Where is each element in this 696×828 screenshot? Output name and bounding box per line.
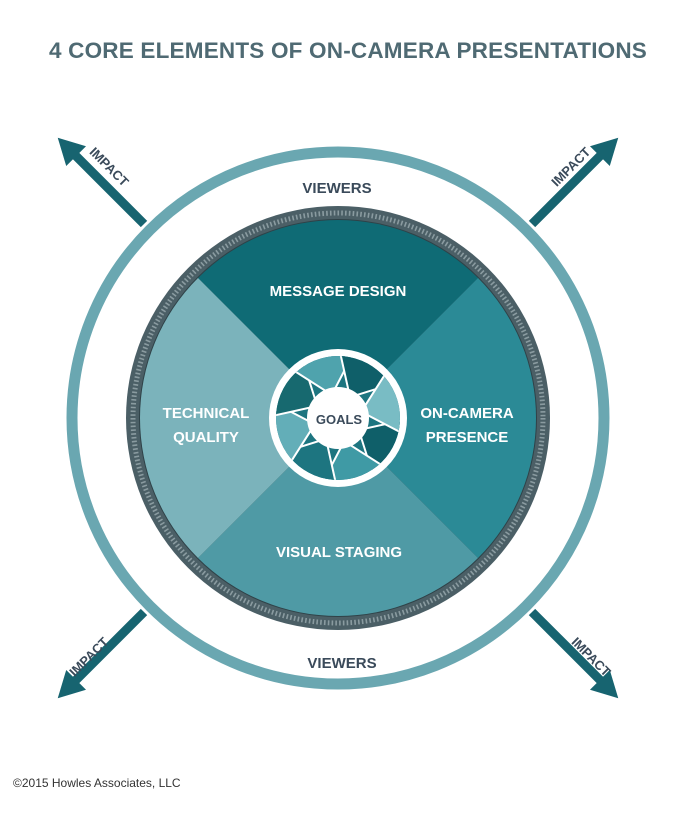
impact-arrow-lower-right: [528, 608, 619, 699]
copyright-notice: ©2015 Howles Associates, LLC: [13, 776, 181, 790]
page-title: 4 CORE ELEMENTS OF ON-CAMERA PRESENTATIO…: [48, 38, 647, 63]
quadrant-technical-quality: [140, 220, 338, 616]
message-design-label: MESSAGE DESIGN: [270, 283, 407, 300]
quadrant-message-design: [140, 220, 536, 418]
impact-arrow-upper-right: [528, 137, 619, 228]
on-camera-presence-label-line2: PRESENCE: [426, 429, 509, 446]
viewers-label-top: VIEWERS: [302, 180, 371, 197]
impact-arrow-upper-left: [57, 137, 148, 228]
camera-aperture-icon: [269, 349, 407, 487]
technical-quality-label-line2: QUALITY: [173, 429, 239, 446]
aperture-blade: [359, 362, 400, 440]
technical-quality-label-line1: TECHNICAL: [163, 405, 250, 422]
quadrant-visual-staging: [140, 418, 536, 616]
viewers-label-bottom: VIEWERS: [307, 655, 376, 672]
lens-quadrants: [140, 220, 536, 616]
visual-staging-label: VISUAL STAGING: [276, 544, 402, 561]
goals-label: GOALS: [316, 412, 363, 427]
impact-arrow-lower-left: [57, 608, 148, 699]
impact-label-upper-left: IMPACT: [87, 144, 132, 189]
quadrant-on-camera-presence: [338, 220, 536, 616]
on-camera-presence-label-line1: ON-CAMERA: [420, 405, 513, 422]
viewers-ring: [66, 146, 610, 690]
